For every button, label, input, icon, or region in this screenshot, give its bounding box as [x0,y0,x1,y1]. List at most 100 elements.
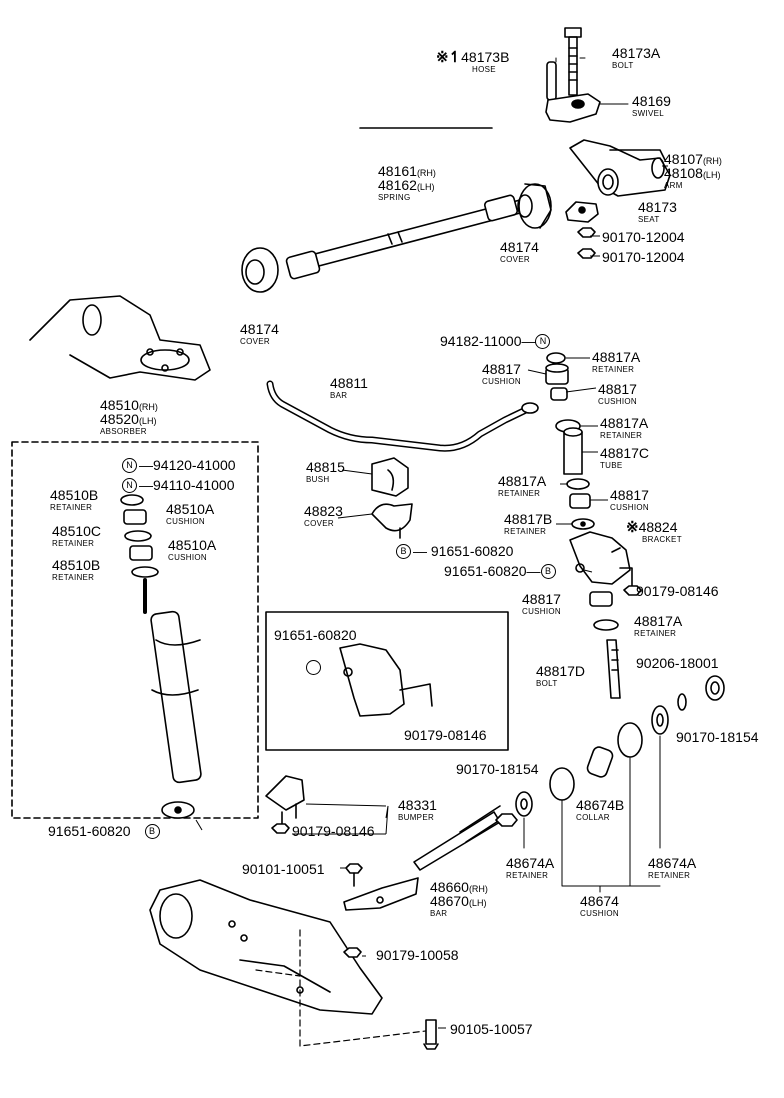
label-48817-cushion-d: 48817 CUSHION [522,592,561,616]
label-48660: 48660(RH) [430,880,488,896]
label-48510a-1: 48510A CUSHION [166,502,214,526]
part-number: 48510B [50,487,99,503]
part-number: 91651-60820— [444,563,541,579]
part-name: RETAINER [504,527,547,536]
label-90179-a: 90179-08146 [636,583,719,599]
cover-48823 [371,503,413,539]
b-mark-icon: B [540,564,556,580]
label-48674: 48674 CUSHION [580,894,619,918]
part-name: RETAINER [498,489,541,498]
label-48169: 48169 SWIVEL [632,94,671,118]
part-name: RETAINER [52,539,95,548]
label-48817-cushion-top: 48817 CUSHION [482,362,521,386]
nut-90170-a [577,227,596,238]
part-number: 48510C [52,523,102,539]
bolt-90179-a [619,567,642,596]
label-48815: 48815 BUSH [306,460,345,484]
part-number: 48670 [430,893,469,909]
label-90170-a: 90170-12004 [602,229,685,245]
nut-94182 [546,352,566,364]
part-name: CUSHION [522,607,561,616]
absorber-parts [120,494,159,614]
part-name: RETAINER [50,503,93,512]
part-number: 48674A [506,855,555,871]
side-mark: (RH) [468,884,488,894]
n-mark-icon: N [122,458,137,474]
label-90170-b: 90170-12004 [602,249,685,265]
label-48108: 48108(LH) ARM [664,166,720,190]
label-94182: 94182-11000—N [440,334,552,350]
seat-48173 [565,201,599,223]
part-name: SPRING [378,193,411,202]
part-number: 48817 [610,487,649,503]
label-48674a-2: 48674A RETAINER [648,856,696,880]
part-number: 48173B [461,49,510,65]
part-name: COVER [240,337,270,346]
side-mark: (LH) [138,416,157,426]
bolt-90101 [345,863,363,887]
part-number: 48817A [600,415,649,431]
part-number: 94182-11000— [440,333,536,349]
side-mark: (LH) [468,898,487,908]
label-48670: 48670(LH) BAR [430,894,486,918]
part-name: CUSHION [580,909,619,918]
bush-48815 [371,457,409,497]
part-number: 48174 [500,239,539,255]
part-number: 48173A [612,45,661,61]
part-number: 48824 [638,519,678,535]
part-name: BOLT [612,61,634,70]
part-number: 48815 [306,459,345,475]
bumper-48331 [265,775,305,825]
cushion-48817-b [550,387,568,401]
part-number: 48174 [240,321,279,337]
part-number: —94120-41000 [139,457,236,473]
label-48174-left: 48174 COVER [240,322,279,346]
label-48520: 48520(LH) ABSORBER [100,412,156,436]
nut-90170-18154 [495,813,518,827]
label-48107: 48107(RH) [664,152,722,168]
part-name: BAR [330,391,348,400]
prefix-mark: ※↿ [436,49,462,66]
label-48161: 48161(RH) [378,164,436,180]
b-mark-standalone [306,660,323,676]
part-number: 48107 [664,151,703,167]
part-name: RETAINER [600,431,643,440]
part-number: 48674B [576,797,625,813]
label-90170-18154-left: 90170-18154 [456,761,539,777]
part-number: —94110-41000 [139,477,235,493]
part-number: 48817D [536,663,586,679]
part-number: 48169 [632,93,671,109]
label-48174-right: 48174 COVER [500,240,539,264]
label-90179-d: 90179-10058 [376,947,459,963]
part-number: 48817 [522,591,561,607]
lower-control-arm [149,879,383,1015]
part-number: 48162 [378,177,417,193]
part-name: TUBE [600,461,623,470]
b-mark-icon: B [144,824,160,840]
cover-48174-right [517,183,552,229]
part-name: ABSORBER [100,427,147,436]
torsion-spring-48161 [285,194,525,280]
part-name: RETAINER [648,871,691,880]
label-48817a-d: 48817A RETAINER [634,614,682,638]
bolt-90105 [423,1019,439,1050]
part-number: 48510 [100,397,139,413]
part-name: RETAINER [634,629,677,638]
leader-48674 [523,735,661,893]
part-name: RETAINER [52,573,95,582]
shock-absorber-48510 [150,610,202,819]
label-48510b-1: 48510B RETAINER [50,488,98,512]
part-number: 48817 [598,381,637,397]
part-name: CUSHION [482,377,521,386]
label-48510a-2: 48510A CUSHION [168,538,216,562]
b-mark-icon [306,660,321,676]
label-90179-b: 90179-08146 [404,727,487,743]
label-48173: 48173 SEAT [638,200,677,224]
label-48162: 48162(LH) SPRING [378,178,434,202]
label-90105: 90105-10057 [450,1021,533,1037]
bracket-48824 [569,531,631,585]
label-48674a-1: 48674A RETAINER [506,856,554,880]
